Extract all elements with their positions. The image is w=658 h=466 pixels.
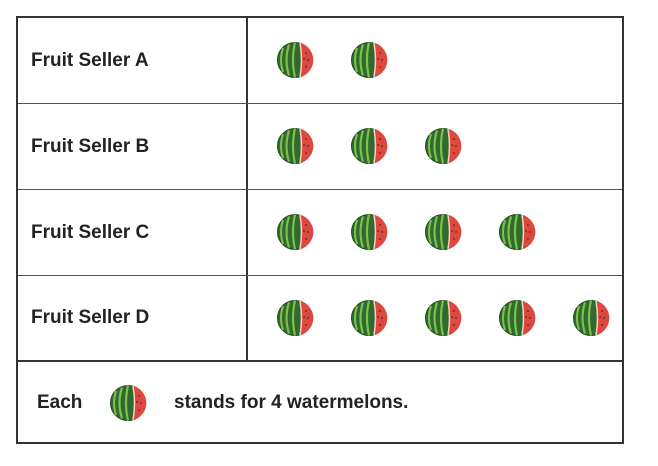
row-icons (248, 18, 622, 103)
watermelon-icon (573, 300, 610, 336)
table-row: Fruit Seller C (18, 190, 622, 276)
watermelon-icon (277, 300, 314, 336)
row-icons (248, 276, 622, 360)
watermelon-icon (499, 214, 536, 250)
watermelon-icon (110, 385, 147, 421)
watermelon-icon (351, 214, 388, 250)
row-label-cell: Fruit Seller D (18, 276, 248, 360)
key-each-label: Each (37, 392, 83, 413)
table-row: Fruit Seller A (18, 18, 622, 104)
row-label: Fruit Seller A (31, 49, 149, 71)
watermelon-icon (277, 42, 314, 78)
row-label-cell: Fruit Seller C (18, 190, 248, 275)
key-row: Each stands for 4 watermelons. (18, 362, 622, 444)
watermelon-icon (351, 128, 388, 164)
row-label: Fruit Seller C (31, 221, 150, 243)
watermelon-icon (277, 214, 314, 250)
watermelon-icon (351, 300, 388, 336)
watermelon-icon (351, 42, 388, 78)
key-description: stands for 4 watermelons. (174, 392, 409, 413)
row-icons (248, 190, 622, 275)
row-label-cell: Fruit Seller B (18, 104, 248, 189)
watermelon-icon (425, 128, 462, 164)
row-label: Fruit Seller D (31, 307, 150, 328)
watermelon-icon (277, 128, 314, 164)
table-row: Fruit Seller B (18, 104, 622, 190)
watermelon-icon (425, 214, 462, 250)
row-label-cell: Fruit Seller A (18, 18, 248, 103)
table-row: Fruit Seller D (18, 276, 622, 362)
pictograph-table: Fruit Seller A Fruit Seller B Fruit Seller… (16, 16, 624, 444)
row-label: Fruit Seller B (31, 135, 150, 157)
watermelon-icon (425, 300, 462, 336)
row-icons (248, 104, 622, 189)
watermelon-icon (499, 300, 536, 336)
